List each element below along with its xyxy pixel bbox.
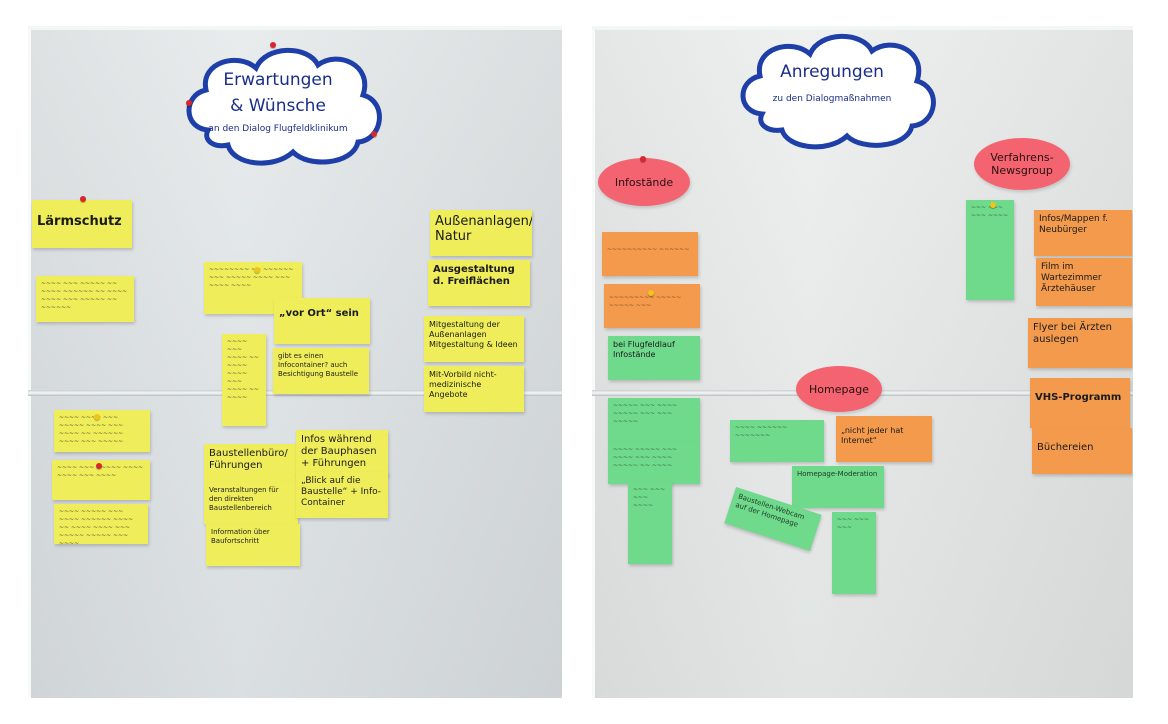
pin: [990, 202, 996, 208]
note-orange-1: ~~~~~~~~~~ ~~~~~~: [602, 232, 698, 276]
cloud-title-line2: & Wünsche: [230, 96, 326, 116]
oval-homepage: Homepage: [796, 366, 882, 412]
oval-verfahrens: Verfahrens-Newsgroup: [974, 138, 1070, 190]
note-green-tall-left: ~~~ ~~~ ~~~ ~~~~: [628, 482, 672, 564]
note-film: Film im Wartezimmer Ärztehäuser: [1036, 258, 1132, 306]
note-flyer: Flyer bei Ärzten auslegen: [1028, 318, 1132, 368]
cloud-title-line1: Erwartungen: [223, 70, 333, 90]
pin: [186, 100, 192, 106]
pin: [371, 131, 377, 137]
cloud-title-line2: zu den Dialogmaßnahmen: [772, 94, 892, 104]
pin: [96, 463, 102, 469]
note-green-newsgroup: ~~~ ~~~ ~~~ ~~~~: [966, 200, 1014, 300]
note-gibt-es: gibt es einen Infocontainer? auch Besich…: [273, 348, 369, 394]
note-laermschutz: Lärmschutz: [32, 200, 132, 248]
note-information: Information über Baufortschritt: [206, 524, 300, 566]
note-green-middle-1: ~~~~ ~~~~~~ ~~~~~~~: [730, 420, 824, 462]
note-vhs: VHS-Programm: [1030, 378, 1130, 428]
right-whiteboard: Anregungen zu den Dialogmaßnahmen Infost…: [592, 26, 1133, 698]
note-green-tall-middle: ~~~ ~~~ ~~~: [832, 512, 876, 594]
note-middle-tall: ~~~~ ~~~ ~~~~ ~~ ~~~~ ~~~~ ~~~ ~~~~ ~~ ~…: [222, 334, 266, 426]
pin: [80, 196, 86, 202]
note-homepage-moderation: Homepage-Moderation: [792, 466, 884, 508]
note-buechereien: Büchereien: [1032, 428, 1132, 474]
pin: [640, 156, 646, 162]
cloud-title-line1: Anregungen: [780, 62, 884, 82]
pin: [254, 267, 260, 273]
oval-infostaende: Infostände: [598, 158, 690, 206]
note-laermschutz-detail: ~~~~ ~~~ ~~~~~ ~~ ~~~~ ~~~~~~ ~~ ~~~~ ~~…: [36, 276, 134, 322]
note-blick: „Blick auf die Baustelle“ + Info-Contain…: [296, 472, 388, 518]
note-infos-mappen: Infos/Mappen f. Neubürger: [1034, 210, 1132, 256]
note-baustellenbuero: Baustellenbüro/ Führungen: [204, 444, 296, 482]
cloud-title-line3: an den Dialog Flugfeldklinikum: [208, 124, 348, 134]
left-whiteboard: Erwartungen & Wünsche an den Dialog Flug…: [28, 26, 562, 698]
board-frame-edge: [592, 30, 595, 698]
note-ausgestaltung: Ausgestaltung d. Freiflächen: [428, 260, 530, 306]
pin: [94, 414, 100, 420]
note-left-lower-1: ~~~~ ~~~~ ~~~ ~~~~~ ~~~~ ~~~ ~~~~ ~~ ~~~…: [54, 410, 150, 452]
note-bei-flugfeldlauf: bei Flugfeldlauf Infostände: [608, 336, 700, 380]
pin: [648, 290, 654, 296]
cloud-anregungen: Anregungen zu den Dialogmaßnahmen: [732, 30, 936, 150]
note-nicht-jeder: „nicht jeder hat Internet“: [836, 416, 932, 462]
note-left-lower-3: ~~~~ ~~~~~ ~~~ ~~~~ ~~~~~~ ~~~~ ~~ ~~~~ …: [54, 504, 148, 544]
note-green-list-2: ~~~~ ~~~~~ ~~~ ~~~~ ~~~ ~~~~ ~~~~~ ~~ ~~…: [608, 442, 700, 484]
pin: [270, 42, 276, 48]
note-aussenanlagen: Außenanlagen/ Natur: [430, 210, 532, 256]
note-mit-vorbild: Mit-Vorbild nicht-medizinische Angebote: [424, 366, 524, 412]
note-vor-ort: „vor Ort“ sein: [274, 298, 370, 344]
note-veranstaltungen: Veranstaltungen für den direkten Baustel…: [204, 482, 298, 524]
cloud-shape: [186, 47, 382, 166]
note-infos-waehrend: Infos während der Bauphasen + Führungen: [296, 430, 388, 476]
note-mitgestaltung: Mitgestaltung der Außenanlagen Mitgestal…: [424, 316, 524, 362]
board-frame-edge: [28, 30, 31, 698]
note-green-list-1: ~~~~~ ~~~ ~~~~ ~~~~~ ~~~ ~~~ ~~~~~: [608, 398, 700, 442]
cloud-shape: [740, 33, 936, 150]
cloud-erwartungen: Erwartungen & Wünsche an den Dialog Flug…: [178, 40, 382, 166]
